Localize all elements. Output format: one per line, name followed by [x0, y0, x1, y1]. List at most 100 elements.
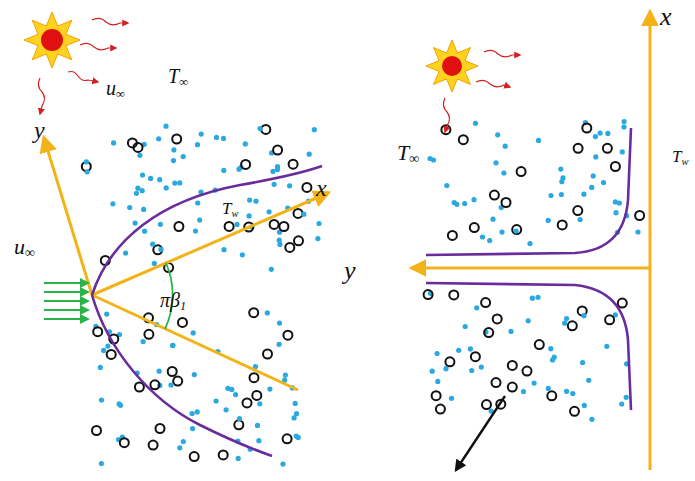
fluid-dot — [622, 119, 627, 124]
fluid-dot — [99, 461, 104, 466]
particle — [573, 206, 582, 215]
fluid-dot — [140, 188, 145, 193]
particle — [470, 223, 479, 232]
fluid-dot — [287, 183, 292, 188]
fluid-dot — [137, 153, 142, 158]
particle — [150, 380, 159, 389]
particle — [149, 441, 158, 450]
particle — [168, 367, 177, 376]
fluid-dot — [98, 365, 103, 370]
fluid-dot — [214, 135, 219, 140]
particle — [92, 426, 101, 435]
particle — [547, 391, 556, 400]
fluid-dot — [493, 160, 498, 165]
particle — [173, 377, 182, 386]
particle — [570, 407, 579, 416]
particle — [605, 315, 614, 324]
particle — [283, 434, 292, 443]
fluid-dot — [104, 312, 109, 317]
temperature-label: Tw — [222, 200, 239, 219]
particle — [424, 290, 433, 299]
fluid-dot — [548, 193, 553, 198]
fluid-dot — [526, 318, 531, 323]
particle — [611, 162, 620, 171]
fluid-dot — [562, 321, 567, 326]
fluid-dot — [560, 175, 565, 180]
fluid-dot — [233, 392, 238, 397]
axis-label: y — [344, 258, 356, 284]
particle — [603, 144, 612, 153]
fluid-dot — [591, 173, 596, 178]
fluid-dot — [253, 199, 258, 204]
fluid-dot — [240, 252, 245, 257]
fluid-dot — [275, 164, 280, 169]
fluid-dot — [495, 132, 500, 137]
particle — [302, 183, 311, 192]
fluid-dot — [156, 136, 161, 141]
fluid-dot — [140, 172, 145, 177]
flow-arrow — [456, 396, 505, 470]
particle — [252, 391, 261, 400]
fluid-dot — [267, 387, 272, 392]
particle — [490, 191, 499, 200]
fluid-dot — [134, 191, 139, 196]
fluid-dot — [473, 121, 478, 126]
fluid-dot — [532, 381, 537, 386]
sun-icon — [24, 12, 80, 68]
temperature-label: T∞ — [168, 66, 188, 89]
fluid-dot — [604, 344, 609, 349]
fluid-dot — [171, 158, 176, 163]
fluid-dot — [463, 324, 468, 329]
fluid-dot — [158, 247, 163, 252]
fluid-dot — [444, 183, 449, 188]
fluid-dot — [456, 348, 461, 353]
fluid-dot — [177, 445, 182, 450]
particle — [156, 424, 165, 433]
particle — [535, 340, 544, 349]
fluid-dot — [548, 346, 553, 351]
particle — [263, 350, 272, 359]
fluid-dot — [243, 141, 248, 146]
fluid-dot — [427, 156, 432, 161]
particle — [582, 124, 591, 133]
fluid-dot — [598, 131, 603, 136]
fluid-dot — [177, 180, 182, 185]
fluid-dot — [469, 368, 474, 373]
fluid-dot — [99, 397, 104, 402]
sun-icon — [426, 40, 478, 92]
angle-label: πβ1 — [160, 290, 186, 313]
particle — [234, 420, 243, 429]
particle — [172, 135, 181, 144]
fluid-dot — [581, 313, 586, 318]
fluid-dot — [559, 192, 564, 197]
fluid-dot — [468, 346, 473, 351]
fluid-dot — [170, 343, 175, 348]
fluid-dot — [581, 192, 586, 197]
fluid-dot — [316, 221, 321, 226]
particle — [250, 373, 259, 382]
particle — [289, 160, 298, 169]
particle — [449, 290, 458, 299]
particle — [484, 328, 493, 337]
particle — [273, 146, 282, 155]
particle — [93, 327, 102, 336]
fluid-dot — [558, 167, 563, 172]
fluid-dot — [255, 423, 260, 428]
fluid-dot — [624, 395, 629, 400]
fluid-dot — [536, 138, 541, 143]
fluid-dot — [454, 202, 459, 207]
particle — [174, 222, 183, 231]
fluid-dot — [105, 344, 110, 349]
fluid-dot — [148, 176, 153, 181]
axis-label: x — [660, 4, 672, 30]
fluid-dot — [141, 207, 146, 212]
fluid-dot — [199, 132, 204, 137]
fluid-dot — [620, 149, 625, 154]
fluid-dot — [601, 180, 606, 185]
fluid-dot — [280, 462, 285, 467]
fluid-dot — [293, 401, 298, 406]
fluid-dot — [191, 330, 196, 335]
fluid-dot — [307, 152, 312, 157]
fluid-dot — [479, 365, 484, 370]
particle — [279, 222, 288, 231]
